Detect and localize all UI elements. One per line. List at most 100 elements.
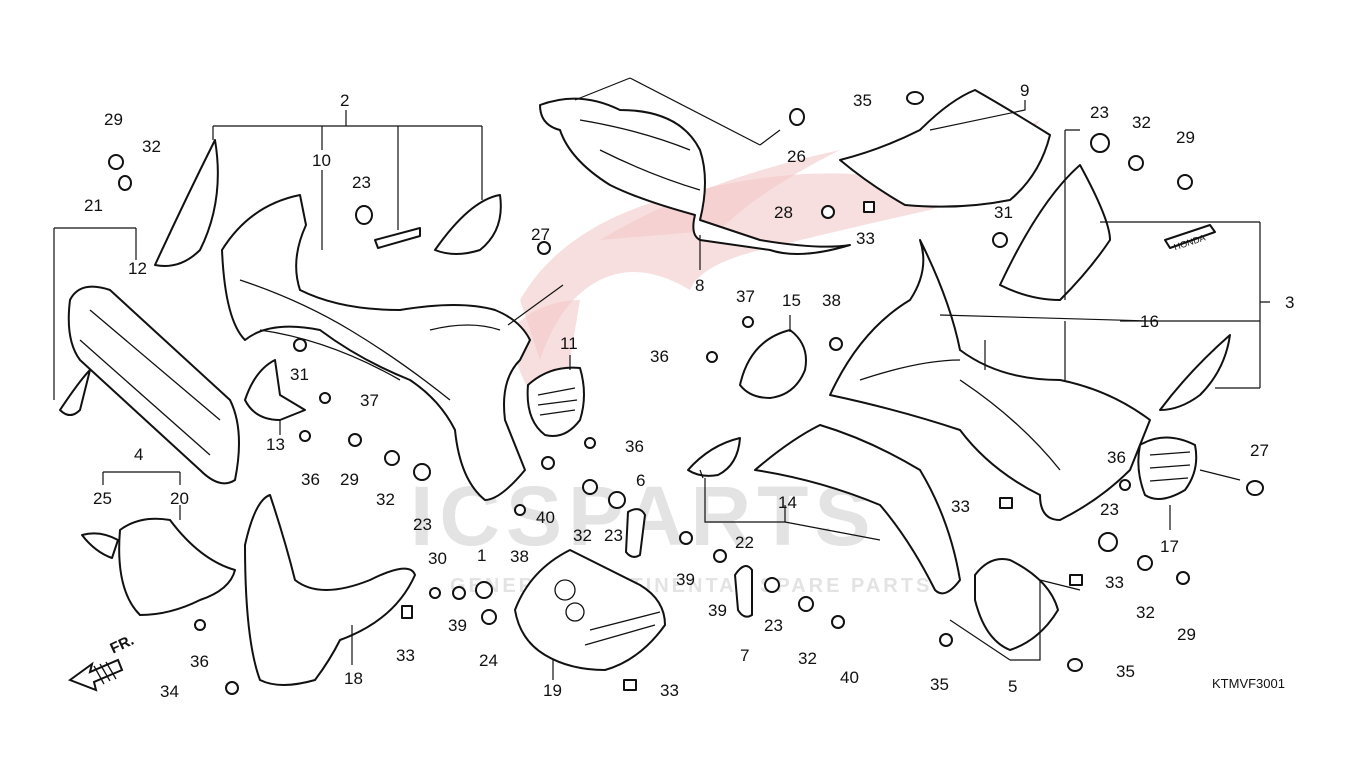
bolt-icon [537,241,551,255]
callout-15: 15 [782,291,801,310]
callout-36: 36 [190,652,209,671]
callout-31: 31 [994,203,1013,222]
grommet-icon [608,491,626,509]
callout-39: 39 [676,570,695,589]
part-cover-20 [118,517,236,616]
callout-22: 22 [735,533,754,552]
screw-icon [742,316,754,328]
screw-icon [194,619,206,631]
callout-10: 10 [312,151,331,170]
part-lid-left-strip [59,369,91,416]
callout-40: 40 [840,668,859,687]
part-trim-strip-2 [374,227,421,249]
callout-27: 27 [1250,441,1269,460]
collar-icon [1137,555,1153,571]
callout-17: 17 [1160,537,1179,556]
callout-11: 11 [560,334,578,353]
part-side-trim-3 [999,164,1111,301]
callout-20: 20 [170,489,189,508]
screw-icon [829,337,843,351]
callout-29: 29 [340,470,359,489]
callout-23: 23 [1100,500,1119,519]
clip-icon [863,201,875,213]
callout-21: 21 [84,196,103,215]
callout-33: 33 [396,646,415,665]
part-front-cover-upper [221,194,531,501]
grommet-icon [475,581,493,599]
callout-25: 25 [93,489,112,508]
callout-32: 32 [1132,113,1151,132]
callout-numbers: 2 10 29 32 23 21 12 27 8 26 28 33 35 9 2… [84,81,1294,701]
callout-23: 23 [1090,103,1109,122]
front-direction-arrow: FR. [67,632,137,692]
clip-icon [999,497,1013,509]
part-cover-15 [739,329,807,399]
callout-33: 33 [660,681,679,700]
bolt-icon [939,633,953,647]
bolt-icon [108,154,124,170]
callout-7: 7 [740,646,749,665]
bolt-icon [1246,480,1264,496]
screw-icon [584,437,596,449]
fasteners [108,91,1264,695]
callout-16: 16 [1140,312,1159,331]
part-bracket-6 [625,508,646,558]
callout-13: 13 [266,435,285,454]
callout-2: 2 [340,91,349,110]
collar-icon [798,596,814,612]
callout-29: 29 [1177,625,1196,644]
grommet-icon [1098,532,1118,552]
callout-33: 33 [856,229,875,248]
bolt-icon [1176,571,1190,585]
callout-37: 37 [360,391,379,410]
screw-icon [514,504,526,516]
callout-3: 3 [1285,293,1294,312]
collar-icon [582,479,598,495]
part-under-cover-14 [754,424,961,595]
callout-12: 12 [128,259,147,278]
part-panel-left [67,285,240,485]
screw-icon [429,587,441,599]
callout-32: 32 [573,526,592,545]
callout-6: 6 [636,471,645,490]
callout-38: 38 [822,291,841,310]
bolt-icon [541,456,555,470]
callout-37: 37 [736,287,755,306]
collar-icon [384,450,400,466]
rivet-icon [225,681,239,695]
callout-28: 28 [774,203,793,222]
callout-19: 19 [543,681,562,700]
direction-label: FR. [108,632,137,658]
callout-32: 32 [1136,603,1155,622]
bolt-icon [293,338,307,352]
collar-icon [481,609,497,625]
callout-30: 30 [428,549,447,568]
callout-39: 39 [448,616,467,635]
callout-18: 18 [344,669,363,688]
clip-icon [1069,574,1083,586]
part-trim-left-top [154,139,219,267]
screw-icon [821,205,835,219]
part-emblem-25 [81,532,119,559]
bolt-icon [992,232,1008,248]
callout-40: 40 [536,508,555,527]
callout-38: 38 [510,547,529,566]
bolt-icon [348,433,362,447]
part-bracket-7 [734,565,753,618]
callout-27: 27 [531,225,550,244]
callout-36: 36 [301,470,320,489]
part-front-cover-right [829,239,1151,521]
screw-icon [299,430,311,442]
callout-1: 1 [477,546,486,565]
part-lower-cover-5 [974,558,1059,651]
clip-icon [401,605,413,619]
callout-39: 39 [708,601,727,620]
callout-36: 36 [650,347,669,366]
callout-8: 8 [695,276,704,295]
grommet-icon [1090,133,1110,153]
screw-icon [1119,479,1131,491]
callout-23: 23 [352,173,371,192]
collar-icon [1128,155,1144,171]
callout-23: 23 [604,526,623,545]
